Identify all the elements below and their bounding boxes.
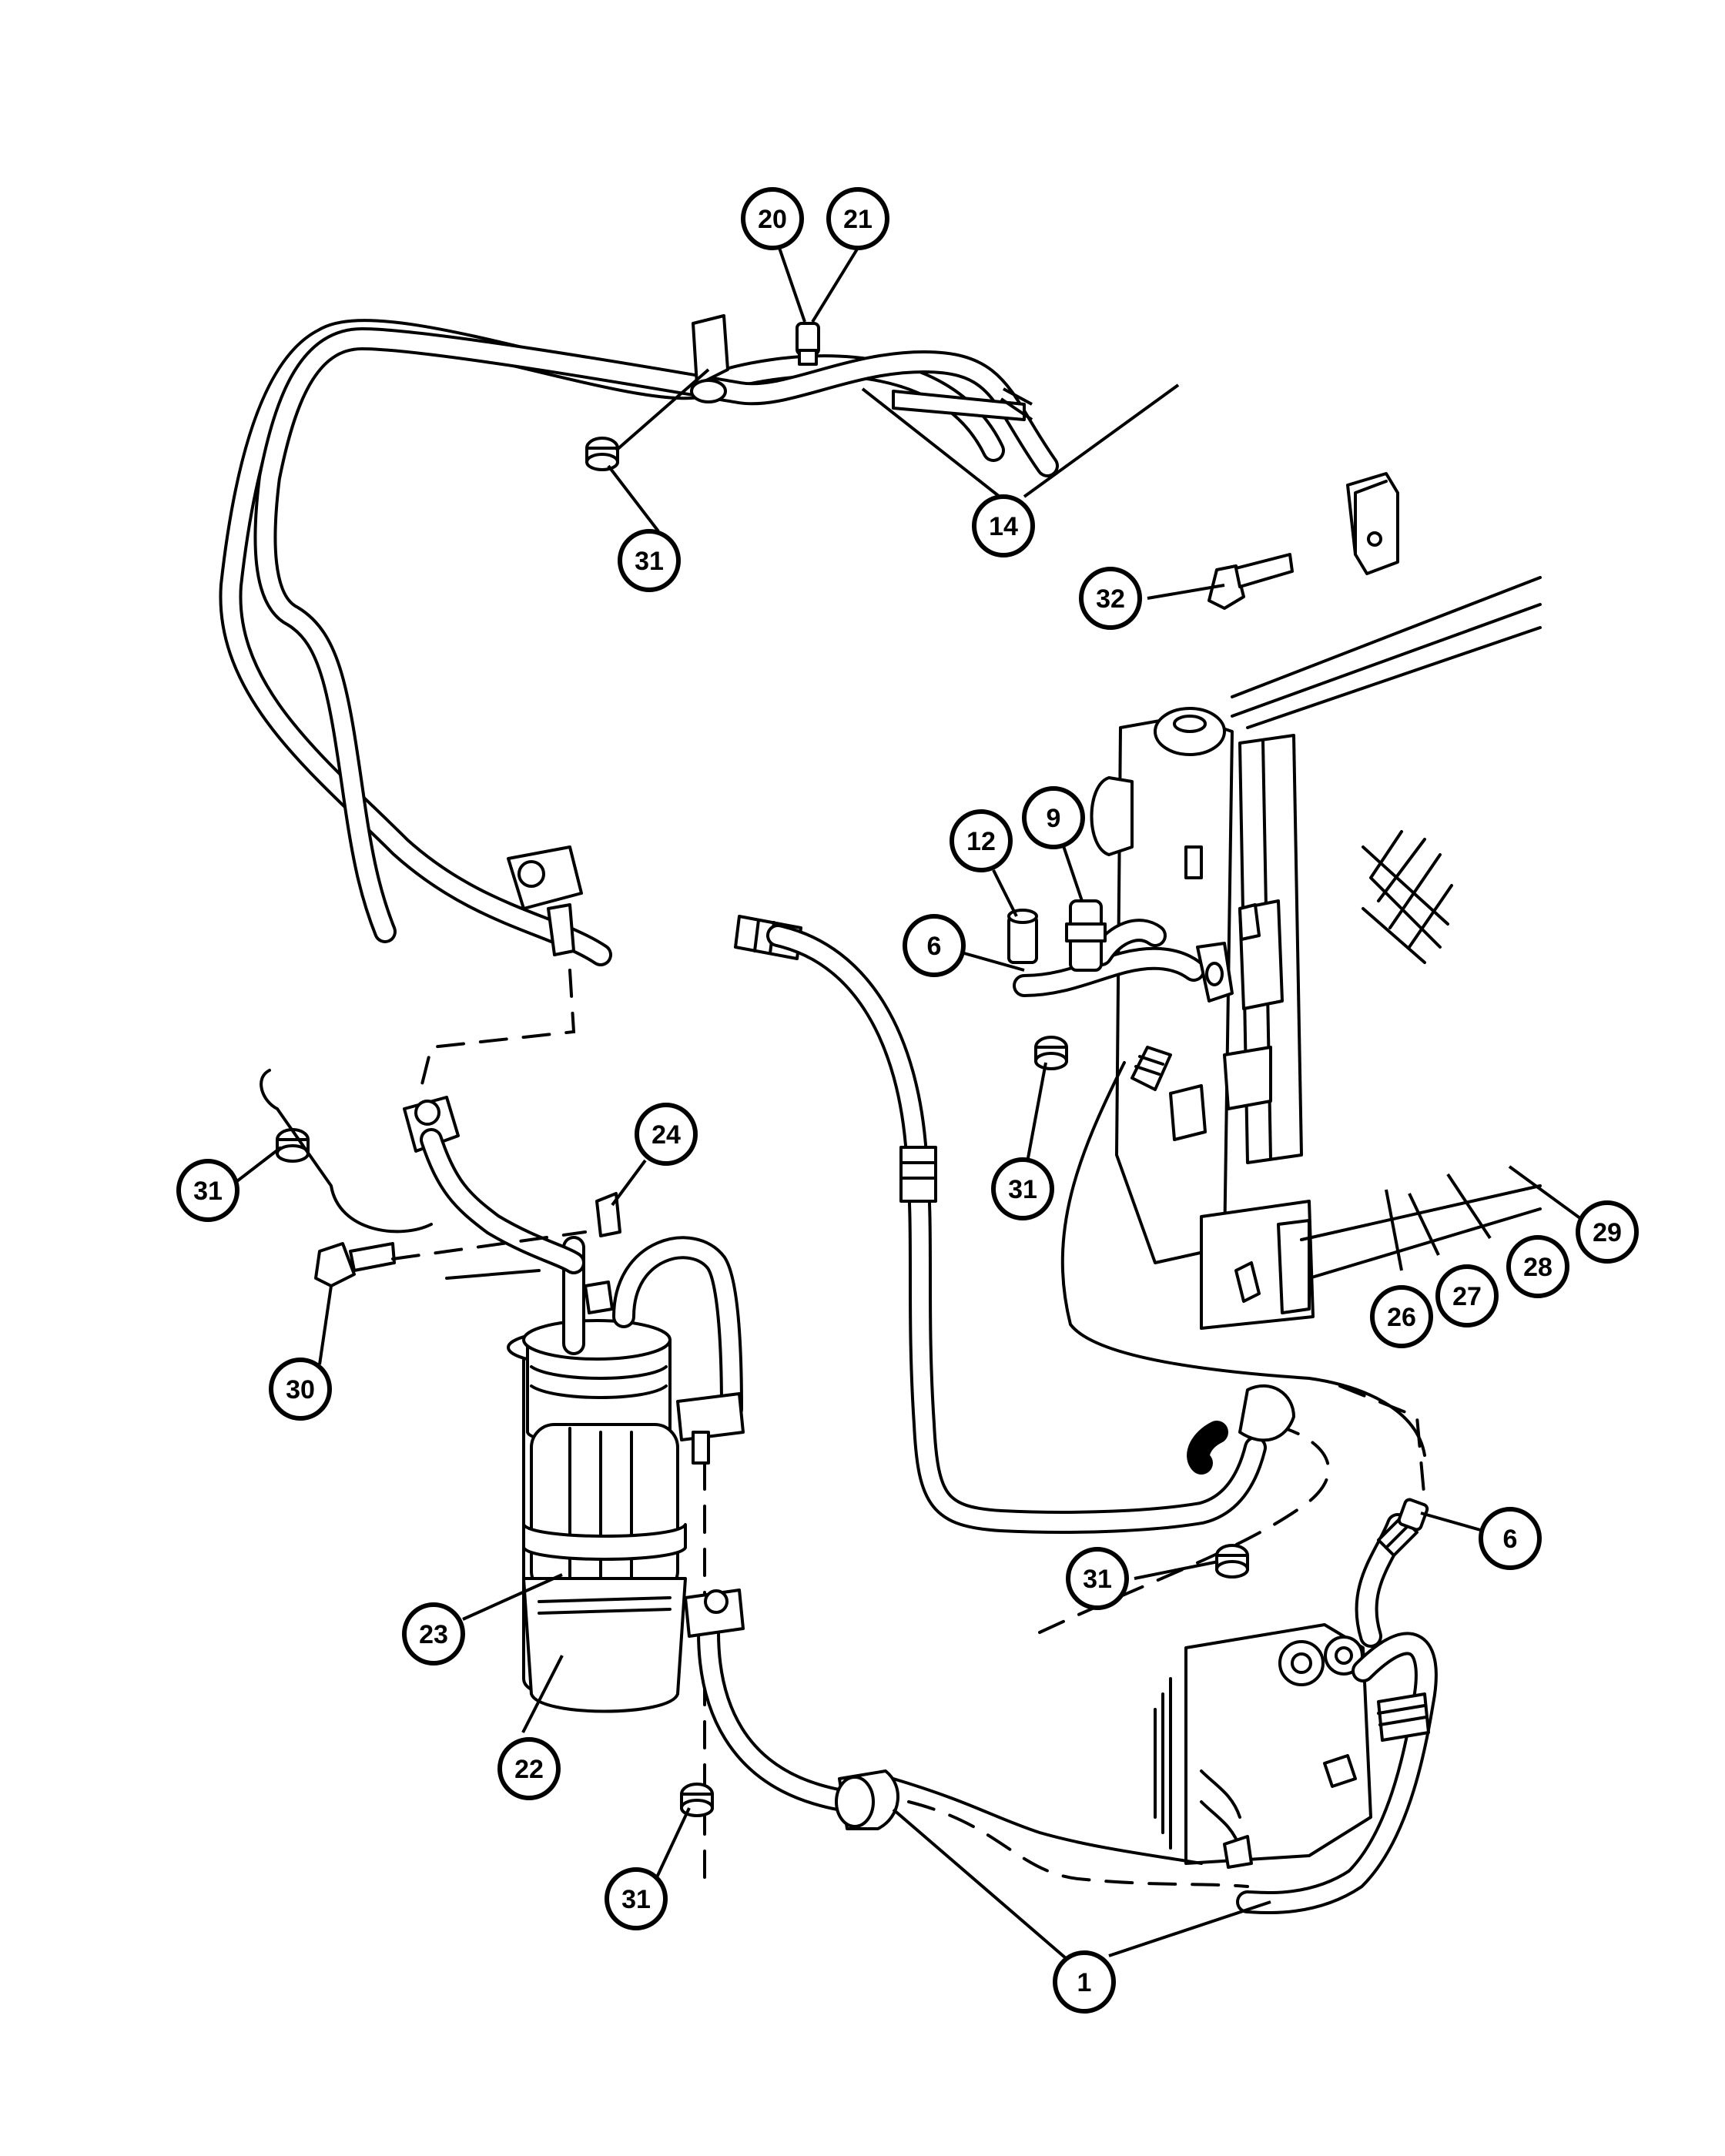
ghost-line-dashed-right	[1038, 1423, 1330, 1634]
svg-text:6: 6	[1503, 1525, 1518, 1554]
callout-31-middle: 31	[991, 1157, 1054, 1220]
bolt-32	[1208, 553, 1294, 610]
svg-text:22: 22	[514, 1755, 544, 1784]
svg-text:12: 12	[966, 827, 996, 856]
line-block-fitting	[1346, 472, 1399, 575]
nut-31-middle	[1034, 1036, 1068, 1070]
callout-14: 14	[972, 494, 1035, 557]
callout-22: 22	[497, 1737, 561, 1800]
ghost-line-dashed-a	[418, 969, 576, 1095]
svg-text:31: 31	[1008, 1175, 1037, 1204]
svg-text:31: 31	[1083, 1565, 1112, 1594]
callout-31-right: 31	[1066, 1547, 1129, 1610]
nut-31-bottom	[680, 1783, 714, 1817]
callout-30: 30	[269, 1358, 332, 1421]
liquid-line-upper	[253, 327, 1059, 943]
svg-text:9: 9	[1047, 804, 1061, 833]
callout-28: 28	[1506, 1235, 1569, 1298]
line-bracket-upper	[690, 314, 729, 403]
ghost-line-thin-a	[445, 1269, 541, 1280]
suction-line-upper	[219, 319, 1005, 966]
svg-text:21: 21	[843, 205, 873, 234]
line-coupler-middle	[899, 1146, 937, 1203]
callout-26: 26	[1370, 1285, 1433, 1348]
compressor-suction-hose	[1236, 1632, 1438, 1915]
seal-fitting-lower	[1187, 1384, 1295, 1475]
nut-31-right	[1215, 1544, 1249, 1578]
svg-text:14: 14	[989, 512, 1018, 541]
callout-6-upper: 6	[903, 914, 966, 977]
condenser-line-fitting	[1013, 919, 1234, 1003]
callout-20: 20	[741, 187, 804, 250]
leader-lines	[229, 246, 1588, 1965]
svg-text:1: 1	[1077, 1968, 1092, 1997]
receiver-clamp	[403, 1096, 460, 1153]
fitting-seal-upper	[1130, 1046, 1172, 1091]
ghost-line-thin-right	[1060, 1061, 1426, 1457]
callout-1: 1	[1053, 1950, 1116, 2014]
svg-text:29: 29	[1593, 1218, 1622, 1247]
nut-31-upper	[585, 437, 619, 471]
callout-9: 9	[1022, 786, 1085, 849]
svg-text:24: 24	[651, 1120, 681, 1150]
svg-text:28: 28	[1523, 1253, 1552, 1282]
svg-text:6: 6	[927, 932, 942, 961]
callout-31-upper: 31	[618, 529, 681, 592]
svg-text:20: 20	[758, 205, 787, 234]
svg-text:32: 32	[1096, 584, 1125, 614]
ghost-line-dashed-right-b	[1338, 1384, 1426, 1503]
ghost-line-dashed-b	[391, 1230, 587, 1260]
compressor-discharge-hose	[1355, 1498, 1429, 1648]
callout-24: 24	[635, 1103, 698, 1166]
svg-text:31: 31	[193, 1177, 223, 1206]
svg-text:23: 23	[419, 1620, 448, 1649]
compressor	[1154, 1623, 1372, 1869]
ghost-line-left	[260, 1069, 433, 1234]
callout-31-left: 31	[176, 1159, 239, 1222]
callout-27: 27	[1435, 1264, 1499, 1327]
callout-31-bottom: 31	[605, 1867, 668, 1930]
line-muffler	[892, 390, 1026, 421]
ghost-line-dashed-lower	[907, 1800, 1249, 1888]
bolt-30	[314, 1242, 396, 1287]
callout-29: 29	[1576, 1200, 1639, 1264]
pressure-switch-9	[1065, 899, 1107, 972]
callout-12: 12	[950, 809, 1013, 872]
callout-6-lower: 6	[1479, 1507, 1542, 1570]
svg-text:31: 31	[635, 547, 664, 576]
svg-text:31: 31	[621, 1885, 651, 1914]
callout-23: 23	[402, 1602, 465, 1666]
discharge-line-middle	[766, 924, 1267, 1534]
condenser	[1090, 576, 1542, 1330]
svg-text:27: 27	[1452, 1282, 1482, 1311]
svg-text:26: 26	[1387, 1303, 1416, 1332]
suction-line-lower	[684, 1589, 899, 1830]
ghost-line-thin-lower	[892, 1777, 1203, 1865]
svg-text:30: 30	[286, 1375, 315, 1404]
callout-32: 32	[1079, 567, 1142, 630]
line-clamp-left	[507, 845, 583, 956]
callout-21: 21	[826, 187, 889, 250]
service-port-cap	[796, 322, 820, 366]
receiver-inlet-line	[420, 1128, 585, 1274]
cap-12	[1007, 909, 1038, 964]
